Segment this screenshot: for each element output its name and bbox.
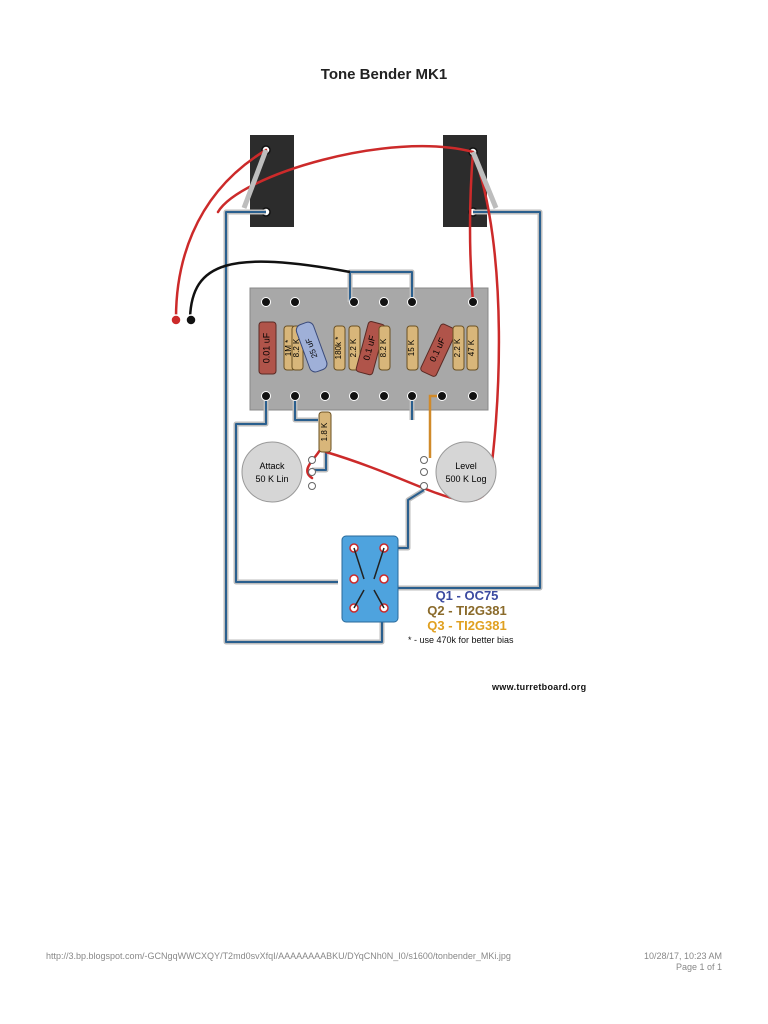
footer-url: http://3.bp.blogspot.com/-GCNgqWWCXQY/T2… — [46, 951, 511, 961]
resistor-r5: 8.2 K — [378, 325, 391, 371]
resistor-r6-label: 15 K — [407, 339, 416, 356]
resistor-r4: 2.2 K — [348, 325, 361, 371]
attack-pot-name: Attack — [259, 461, 285, 471]
transistor-q2: Q2 - TI2G381 — [427, 603, 507, 618]
page-title: Tone Bender MK1 — [320, 66, 448, 83]
resistor-r8-label: 47 K — [467, 339, 476, 356]
capacitor-c3: 0.1 uF — [355, 320, 386, 376]
footer-info: 10/28/17, 10:23 AM Page 1 of 1 — [644, 951, 722, 973]
transistor-list: Q1 - OC75 Q2 - TI2G381 Q3 - TI2G381 * - … — [408, 588, 526, 645]
transistor-q1: Q1 - OC75 — [435, 588, 499, 603]
resistor-r9-label: 1.8 K — [320, 422, 329, 441]
resistor-r6: 15 K — [406, 325, 419, 371]
transistor-q3: Q3 - TI2G381 — [427, 618, 507, 633]
level-pot-value: 500 K Log — [445, 474, 486, 484]
capacitor-c4: 0.1 uF — [420, 323, 457, 377]
footer-page: Page 1 of 1 — [675, 962, 722, 972]
resistor-r2-label: 8.2 K — [292, 338, 301, 357]
resistor-r3-label: 180k * — [334, 337, 343, 360]
attack-pot-value: 50 K Lin — [255, 474, 288, 484]
resistor-r1-label: 1M * — [284, 340, 293, 356]
resistor-r5-label: 8.2 K — [379, 338, 388, 357]
resistor-r7-label: 2.2 K — [453, 338, 462, 357]
resistor-r8: 47 K — [466, 325, 479, 371]
level-pot[interactable]: Level 500 K Log — [420, 441, 497, 503]
capacitor-c2: 25 uF — [295, 321, 328, 373]
footswitch[interactable] — [341, 535, 399, 623]
resistor-r3: 180k * — [333, 325, 346, 371]
capacitor-c1: 0.01 uF — [258, 321, 277, 375]
attack-pot[interactable]: Attack 50 K Lin — [241, 441, 316, 503]
resistor-r7: 2.2 K — [452, 325, 465, 371]
site-link[interactable]: www.turretboard.org — [492, 682, 587, 692]
capacitor-c1-label: 0.01 uF — [261, 332, 271, 363]
resistor-r4-label: 2.2 K — [349, 338, 358, 357]
bias-note: * - use 470k for better bias — [408, 635, 514, 645]
footer-date: 10/28/17, 10:23 AM — [643, 951, 722, 961]
level-pot-name: Level — [455, 461, 477, 471]
resistor-r9: 1.8 K — [318, 411, 332, 453]
